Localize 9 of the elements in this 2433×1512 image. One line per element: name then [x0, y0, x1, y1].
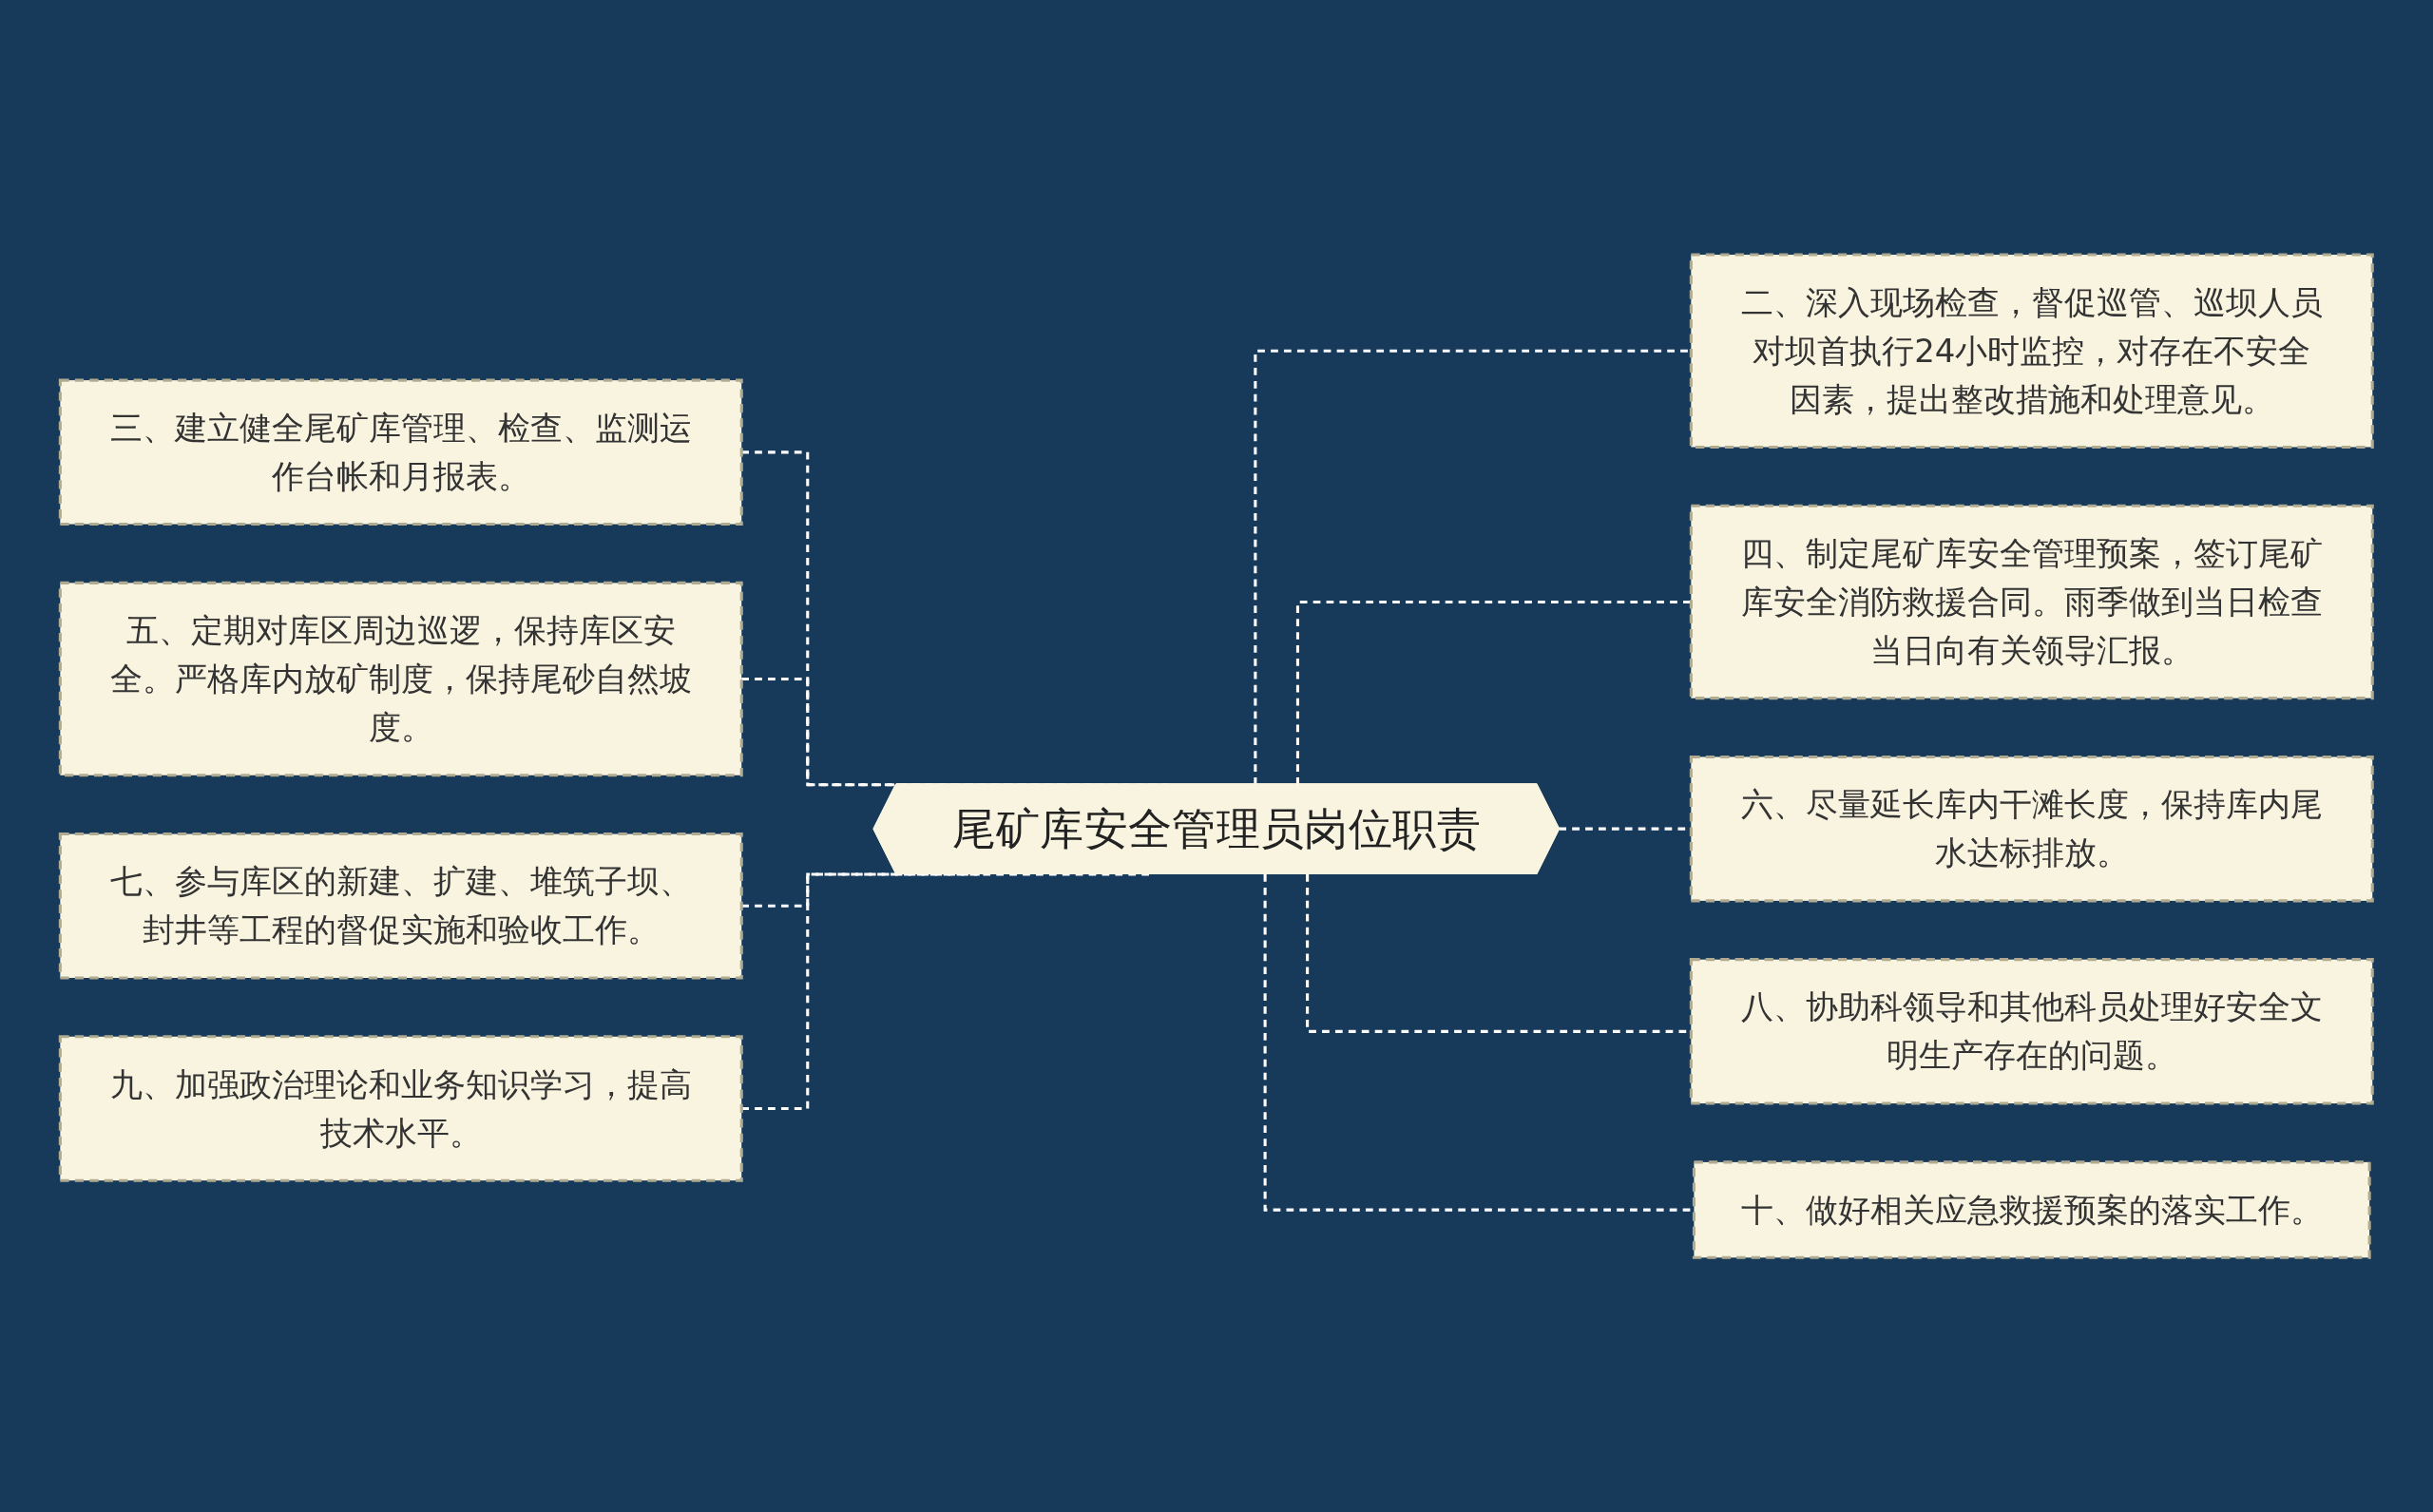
node-box: 八、协助科领导和其他科员处理好安全文明生产存在的问题。 — [1690, 957, 2374, 1105]
node-box: 二、深入现场检查，督促巡管、巡坝人员对坝首执行24小时监控，对存在不安全因素，提出整改措施和处理意见。 — [1690, 253, 2374, 449]
node-box: 四、制定尾矿库安全管理预案，签订尾矿库安全消防救援合同。雨季做到当日检查当日向有关领导汇报。 — [1690, 504, 2374, 699]
node-box: 三、建立健全尾矿库管理、检查、监测运作台帐和月报表。 — [59, 378, 743, 526]
node-box: 七、参与库区的新建、扩建、堆筑子坝、封井等工程的督促实施和验收工作。 — [59, 832, 743, 980]
node-box: 十、做好相关应急救援预案的落实工作。 — [1693, 1160, 2371, 1259]
node-box: 九、加强政治理论和业务知识学习，提高技术水平。 — [59, 1035, 743, 1182]
node-box: 五、定期对库区周边巡逻，保持库区安全。严格库内放矿制度，保持尾砂自然坡度。 — [59, 581, 743, 777]
node-box: 六、尽量延长库内干滩长度，保持库内尾水达标排放。 — [1690, 755, 2374, 903]
